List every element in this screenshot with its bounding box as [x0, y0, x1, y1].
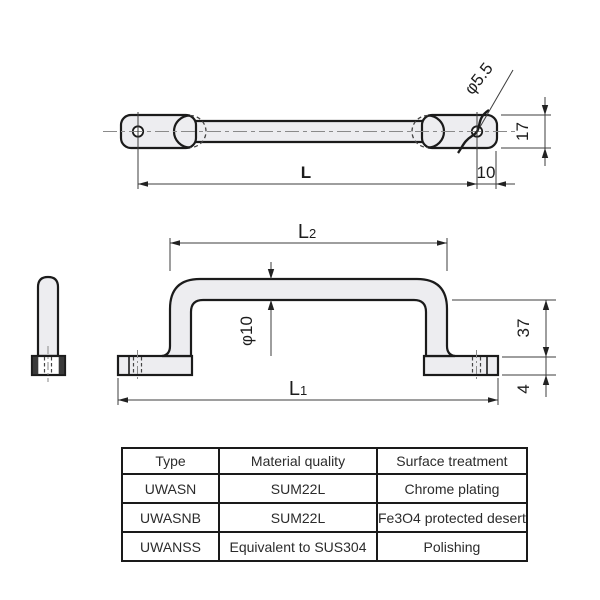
top-view: L 10 17 φ5.5	[103, 59, 551, 189]
cell-type: UWASN	[121, 473, 220, 504]
dim-bar-dia-label: φ10	[237, 316, 256, 346]
table-row: UWANSS Equivalent to SUS304 Polishing	[121, 531, 528, 562]
col-header-type: Type	[121, 447, 220, 475]
dim-hole-dia-label: φ5.5	[461, 59, 497, 98]
col-header-material: Material quality	[218, 447, 378, 475]
cell-material: Equivalent to SUS304	[218, 531, 378, 562]
side-post	[36, 275, 60, 358]
spec-table: Type Material quality Surface treatment …	[121, 447, 528, 562]
dim-width-label: 17	[513, 122, 532, 141]
break-line	[457, 109, 490, 154]
dim-end-offset-label: 10	[477, 163, 496, 182]
handle-tube	[161, 277, 456, 358]
cell-type: UWANSS	[121, 531, 220, 562]
dim-foot-thickness-label: 4	[514, 384, 533, 393]
table-header-row: Type Material quality Surface treatment	[121, 447, 528, 475]
side-view	[30, 275, 67, 382]
dim-length-label: L	[301, 163, 311, 182]
dim-inner-span-label: L2	[298, 221, 316, 243]
cell-surface: Chrome plating	[376, 473, 528, 504]
cell-type: UWASNB	[121, 502, 220, 533]
dim-height-label: 37	[514, 319, 533, 338]
dim-outer-span-label: L1	[289, 378, 307, 400]
cell-material: SUM22L	[218, 473, 378, 504]
cell-material: SUM22L	[218, 502, 378, 533]
col-header-surface: Surface treatment	[376, 447, 528, 475]
cell-surface: Fe3O4 protected desert	[376, 502, 528, 533]
table-row: UWASNB SUM22L Fe3O4 protected desert	[121, 502, 528, 533]
cell-surface: Polishing	[376, 531, 528, 562]
left-foot-front	[116, 354, 194, 377]
right-foot-front	[422, 354, 500, 377]
front-view: L2 L1 φ10 37 4	[116, 221, 556, 405]
table-row: UWASN SUM22L Chrome plating	[121, 473, 528, 504]
